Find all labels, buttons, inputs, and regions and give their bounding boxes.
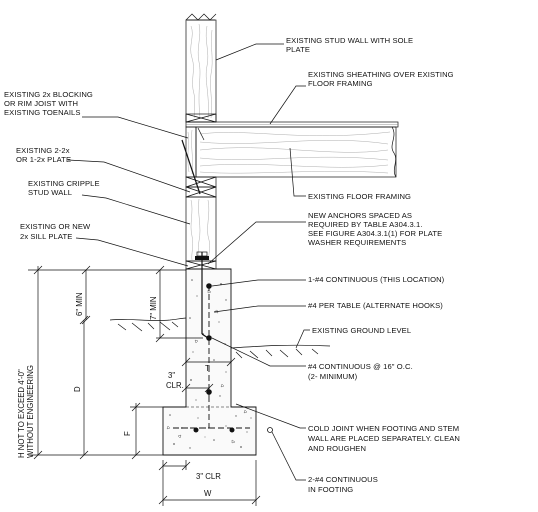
callout-sill-2: 2x SILL PLATE <box>20 232 72 241</box>
callout-sill-1: EXISTING OR NEW <box>20 222 91 231</box>
dim-h-limit-2: WITHOUT ENGINEERING <box>26 365 35 458</box>
callout-anchors-1: NEW ANCHORS SPACED AS <box>308 211 412 220</box>
cripple-stud-wall <box>185 196 217 262</box>
callout-cold-joint-2: WALL ARE PLACED SEPARATELY. CLEAN <box>308 434 460 443</box>
callout-cripple-2: STUD WALL <box>28 188 72 197</box>
leader-lines <box>67 43 310 481</box>
callout-anchors-4: WASHER REQUIREMENTS <box>308 238 406 247</box>
callout-stud-wall-1: EXISTING STUD WALL WITH SOLE <box>286 36 413 45</box>
double-top-plate <box>185 176 217 198</box>
callout-blocking-2: OR RIM JOIST WITH <box>4 99 78 108</box>
callout-bar-table: #4 PER TABLE (ALTERNATE HOOKS) <box>308 301 443 310</box>
dim-seven-min: 7" MIN <box>149 296 158 320</box>
dim-f: F <box>123 431 132 436</box>
dim-h-limit-1: H NOT TO EXCEED 4'-0" <box>17 369 26 458</box>
callout-cold-joint-1: COLD JOINT WHEN FOOTING AND STEM <box>308 424 459 433</box>
callout-floor-framing: EXISTING FLOOR FRAMING <box>308 192 411 201</box>
rim-joist-blocking <box>181 126 205 195</box>
callout-cold-joint-3: AND ROUGHEN <box>308 444 366 453</box>
existing-stud-wall <box>185 13 217 123</box>
callout-blocking-1: EXISTING 2x BLOCKING <box>4 90 93 99</box>
callout-anchors-3: SEE FIGURE A304.3.1(1) FOR PLATE <box>308 229 442 238</box>
dimension-lines <box>28 265 261 506</box>
dim-six-min: 6" MIN <box>75 292 84 316</box>
callout-text: EXISTING STUD WALL WITH SOLE PLATE EXIST… <box>4 36 460 494</box>
callout-cripple-1: EXISTING CRIPPLE <box>28 179 100 188</box>
callout-footing-bars-1: 2-#4 CONTINUOUS <box>308 475 378 484</box>
callout-bar-top: 1-#4 CONTINUOUS (THIS LOCATION) <box>308 275 445 284</box>
ground-line <box>109 317 331 359</box>
rebar <box>173 283 273 433</box>
dimension-text: H NOT TO EXCEED 4'-0" WITHOUT ENGINEERIN… <box>17 292 221 498</box>
callout-anchors-2: REQUIRED BY TABLE A304.3.1. <box>308 220 423 229</box>
callout-sheathing-2: FLOOR FRAMING <box>308 79 373 88</box>
callout-blocking-3: EXISTING TOENAILS <box>4 108 81 117</box>
dim-d: D <box>73 386 82 392</box>
callout-footing-bars-2: IN FOOTING <box>308 485 353 494</box>
callout-ground: EXISTING GROUND LEVEL <box>312 326 411 335</box>
existing-floor-framing <box>195 126 397 178</box>
callout-bar-cont-1: #4 CONTINUOUS @ 16" O.C. <box>308 362 413 371</box>
sill-plate <box>185 260 217 270</box>
dim-clr-bottom: 3" CLR <box>196 472 221 481</box>
callout-bar-cont-2: (2- MINIMUM) <box>308 372 358 381</box>
dim-clr-2: CLR. <box>166 381 184 390</box>
dim-w: W <box>204 489 212 498</box>
dim-t: T <box>205 364 210 373</box>
existing-sheathing <box>185 121 399 128</box>
callout-plate-1: EXISTING 2-2x <box>16 146 70 155</box>
callout-plate-2: OR 1-2x PLATE <box>16 155 71 164</box>
dim-clr-1: 3" <box>168 371 175 380</box>
callout-stud-wall-2: PLATE <box>286 45 310 54</box>
callout-sheathing-1: EXISTING SHEATHING OVER EXISTING <box>308 70 454 79</box>
